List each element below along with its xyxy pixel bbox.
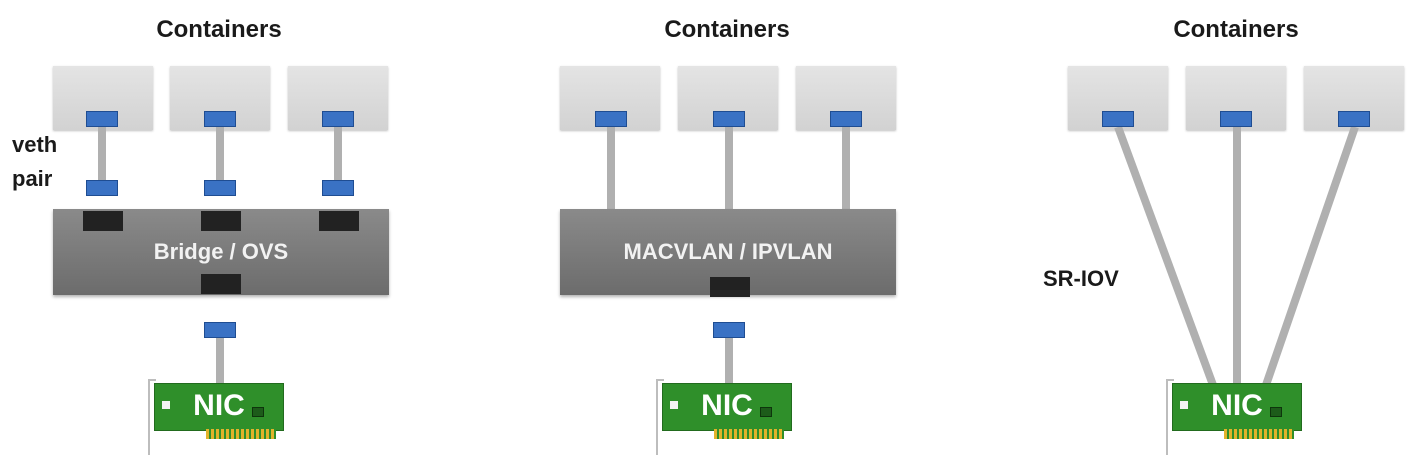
sriov-label: SR-IOV	[1043, 266, 1119, 291]
sriov-link-3	[1262, 125, 1359, 387]
panel2-nic-label: NIC	[701, 389, 753, 422]
panel1-veth-port-1	[86, 180, 118, 196]
panel3-title: Containers	[1173, 16, 1299, 43]
panel1-bridge-slot-2	[201, 211, 241, 231]
panel1-nic-card: NIC	[148, 379, 288, 455]
panel2-uplink-slot	[710, 277, 750, 297]
panel1-title: Containers	[156, 16, 282, 43]
nic-chip-icon	[252, 407, 264, 417]
panel2-container-port-3	[830, 111, 862, 127]
nic-led-icon	[670, 401, 678, 409]
nic-board	[662, 383, 792, 431]
panel2-nic-link	[725, 338, 733, 385]
panel1-bridge-slot-3	[319, 211, 359, 231]
panel2-nic-port	[713, 322, 745, 338]
panel2-title: Containers	[664, 16, 790, 43]
panel2-container-port-2	[713, 111, 745, 127]
nic-pins	[1224, 429, 1294, 439]
panel1-bridge-uplink-slot	[201, 274, 241, 294]
nic-bracket	[1166, 379, 1174, 455]
nic-bracket	[656, 379, 664, 455]
panel1-nic-label: NIC	[193, 389, 245, 422]
panel1-veth-link-2	[216, 127, 224, 180]
panel1-veth-link-1	[98, 127, 106, 180]
panel2-link-1	[607, 127, 615, 209]
sriov-link-1	[1114, 125, 1217, 387]
panel1-container-port-3	[322, 111, 354, 127]
nic-bracket	[148, 379, 156, 455]
bridge-ovs-label: Bridge / OVS	[153, 239, 289, 264]
panel3-container-port-3	[1338, 111, 1370, 127]
panel2-link-3	[842, 127, 850, 209]
panel1-veth-link-3	[334, 127, 342, 180]
panel1-veth-port-2	[204, 180, 236, 196]
panel2-nic-card: NIC	[656, 379, 796, 455]
panel1-nic-port	[204, 322, 236, 338]
macvlan-ipvlan-label: MACVLAN / IPVLAN	[623, 239, 833, 264]
nic-pins	[714, 429, 784, 439]
panel3-container-port-1	[1102, 111, 1134, 127]
nic-led-icon	[1180, 401, 1188, 409]
panel3-nic-label: NIC	[1211, 389, 1263, 422]
panel3-nic-card: NIC	[1166, 379, 1306, 455]
panel1-container-port-2	[204, 111, 236, 127]
nic-chip-icon	[1270, 407, 1282, 417]
panel2-link-2	[725, 127, 733, 209]
panel1-veth-port-3	[322, 180, 354, 196]
panel1-bridge-slot-1	[83, 211, 123, 231]
nic-pins	[206, 429, 276, 439]
panel1-veth-label-line2: pair	[12, 166, 53, 191]
panel1-veth-label-line1: veth	[12, 132, 58, 157]
panel1-container-port-1	[86, 111, 118, 127]
nic-led-icon	[162, 401, 170, 409]
nic-chip-icon	[760, 407, 772, 417]
panel3-container-port-2	[1220, 111, 1252, 127]
panel2-container-port-1	[595, 111, 627, 127]
panel1-nic-link	[216, 338, 224, 385]
